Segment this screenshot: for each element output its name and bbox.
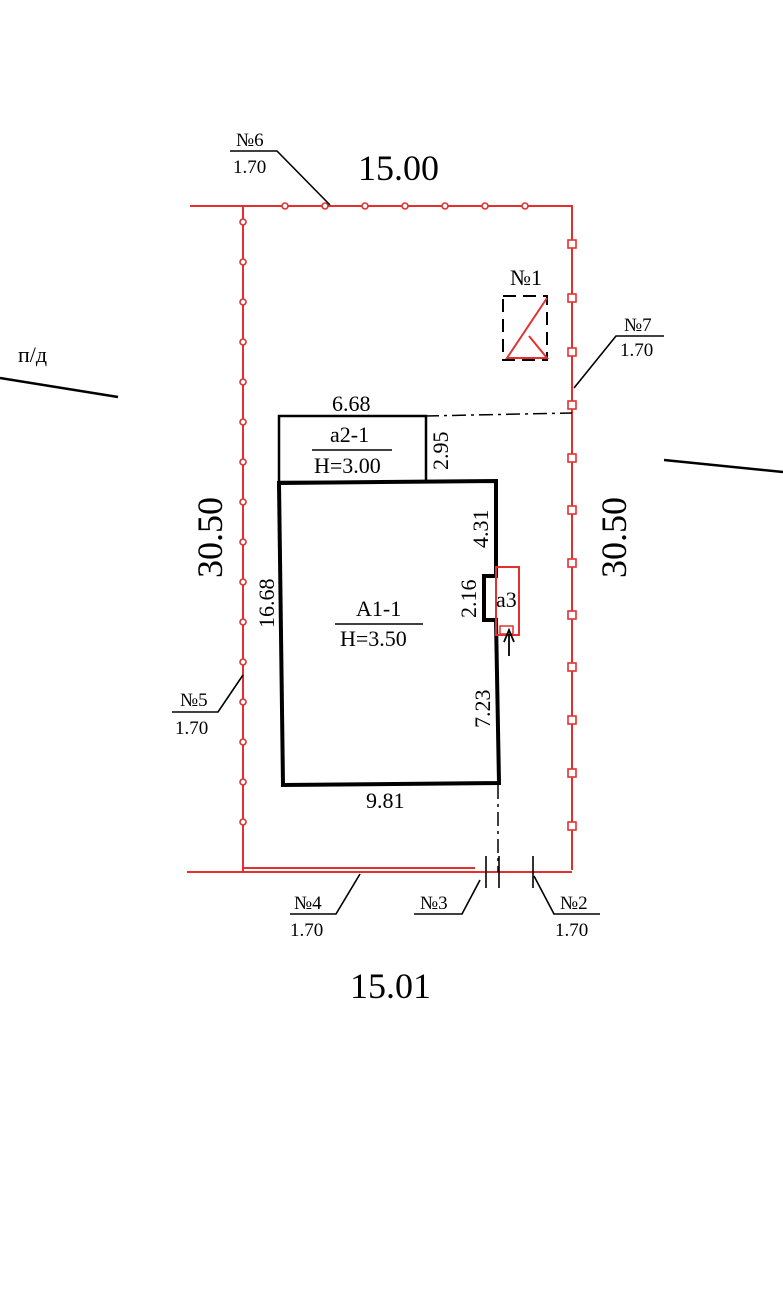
callout-5-number: №5	[180, 690, 208, 711]
callout-6-height: 1.70	[233, 157, 266, 178]
fence-post-marker	[281, 202, 289, 210]
street-line-left	[0, 376, 119, 399]
fence-post-marker	[567, 505, 577, 515]
building-a1: А1-1 H=3.50 16.68 9.81 4.31 2.16 7.23	[254, 478, 502, 813]
callout-7-leader	[573, 335, 664, 389]
street-line-right	[663, 458, 783, 474]
building-a2-name: а2-1	[330, 422, 369, 447]
building-a1-outline	[276, 478, 502, 788]
building-a1-left-dim: 16.68	[254, 579, 279, 629]
callout-7-number: №7	[624, 315, 652, 336]
fence-post-marker	[567, 453, 577, 463]
fence-post-marker	[567, 715, 577, 725]
building-a1-notch-dim: 2.16	[456, 580, 481, 619]
structure-1: №1	[502, 265, 550, 361]
fence-post-marker	[521, 202, 529, 210]
callout-6-leader	[230, 150, 331, 206]
plot-dim-top: 15.00	[358, 148, 439, 188]
callout-3-leader	[414, 879, 481, 915]
fence-post-marker	[567, 558, 577, 568]
street-label: п/д	[18, 342, 47, 367]
fence-post-marker	[567, 347, 577, 357]
fence-post-marker	[239, 378, 247, 386]
fence-post-marker	[567, 662, 577, 672]
building-a2-height: H=3.00	[314, 453, 381, 478]
fence-post-marker	[239, 218, 247, 226]
fence-post-marker	[239, 658, 247, 666]
callout-2-height: 1.70	[555, 920, 588, 941]
fence-post-marker	[441, 202, 449, 210]
building-a1-name: А1-1	[356, 596, 401, 621]
fence-post-marker	[239, 258, 247, 266]
fence-post-marker	[567, 610, 577, 620]
extension-line-a2	[424, 412, 573, 417]
building-a2-depth-dim: 2.95	[428, 432, 453, 471]
fence-post-marker	[239, 578, 247, 586]
fence-post-marker	[239, 298, 247, 306]
fence-markers	[239, 202, 577, 831]
callout-7-height: 1.70	[620, 340, 653, 361]
callout-2-number: №2	[560, 893, 588, 914]
fence-post-marker	[239, 338, 247, 346]
building-a2-width-dim: 6.68	[332, 391, 371, 416]
fence-post-marker	[239, 458, 247, 466]
fence-post-marker	[321, 202, 329, 210]
fence-post-marker	[361, 202, 369, 210]
callout-4-height: 1.70	[290, 920, 323, 941]
fence-post-marker	[481, 202, 489, 210]
building-a1-bottom-dim: 9.81	[366, 788, 405, 813]
callout-6-number: №6	[236, 130, 264, 151]
fence-top	[190, 205, 573, 870]
fence-post-marker	[567, 400, 577, 410]
fence-callout-labels: №6 1.70 №7 1.70 №5 1.70 №4 1.70 №3 №2 1.…	[175, 130, 653, 941]
fence-post-marker	[239, 818, 247, 826]
callout-3-number: №3	[420, 893, 448, 914]
fence-post-marker	[239, 618, 247, 626]
building-a1-right-top-dim: 4.31	[468, 510, 493, 549]
callout-4-number: №4	[294, 893, 322, 914]
fence-post-marker	[239, 698, 247, 706]
fence-post-marker	[567, 821, 577, 831]
porch-a3: а3	[495, 566, 520, 656]
plot-dim-left: 30.50	[190, 497, 230, 578]
structure-1-symbol	[505, 297, 550, 359]
fence-post-marker	[239, 538, 247, 546]
fence-post-marker	[567, 768, 577, 778]
fence-post-marker	[567, 293, 577, 303]
fence-post-marker	[239, 418, 247, 426]
structure-1-label: №1	[510, 265, 542, 290]
plot-boundary	[187, 205, 573, 873]
fence-callouts	[172, 150, 664, 915]
fence-post-marker	[401, 202, 409, 210]
fence-post-marker	[239, 498, 247, 506]
callout-5-leader	[172, 674, 244, 713]
callout-2-leader	[533, 875, 600, 915]
structure-1-outline	[502, 295, 548, 361]
fence-post-marker	[567, 239, 577, 249]
fence-post-marker	[239, 778, 247, 786]
callout-5-height: 1.70	[175, 718, 208, 739]
entrance-arrow-icon	[503, 627, 515, 643]
porch-a3-label: а3	[496, 587, 517, 612]
building-a2: а2-1 H=3.00 6.68 2.95	[277, 391, 453, 484]
building-a1-height: H=3.50	[340, 626, 407, 651]
building-a1-right-bottom-dim: 7.23	[470, 690, 495, 729]
callout-4-leader	[290, 873, 361, 915]
fence-post-marker	[239, 738, 247, 746]
plot-dim-bottom: 15.01	[350, 966, 431, 1006]
plot-dim-right: 30.50	[594, 497, 634, 578]
